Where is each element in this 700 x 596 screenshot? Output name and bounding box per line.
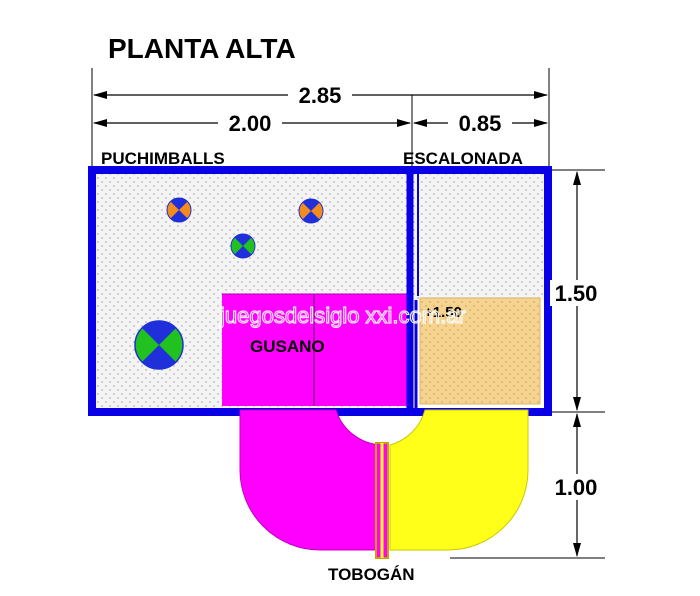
dimension-right-width: 0.85 <box>459 111 502 136</box>
dimension-text-bg-total <box>288 82 352 106</box>
ball-small-3 <box>230 233 256 259</box>
plan-title: PLANTA ALTA <box>108 33 296 64</box>
dimension-text-bg-left <box>218 110 282 134</box>
dimension-total-width: 2.85 <box>299 83 342 108</box>
puchimballs-label: PUCHIMBALLS <box>101 149 225 168</box>
ball-small-2 <box>298 198 324 224</box>
dimension-left-width: 2.00 <box>229 111 272 136</box>
dimension-text-bg-upper <box>550 280 602 306</box>
dimension-text-bg-lower <box>550 474 602 500</box>
tobogan-label: TOBOGÁN <box>328 565 415 584</box>
level-label: +1.50 <box>424 304 462 321</box>
escalonada-label: ESCALONADA <box>403 149 523 168</box>
escalonada-area <box>412 174 544 300</box>
dimension-text-bg-right <box>448 110 512 134</box>
watermark-text: juegosdelsiglo xxi.com.ar <box>219 303 466 328</box>
platform-area <box>420 298 540 404</box>
dimension-lower-height: 1.00 <box>555 475 598 500</box>
dimension-upper-height: 1.50 <box>555 281 598 306</box>
gusano-label: GUSANO <box>250 337 325 356</box>
slide-yellow-section <box>389 409 529 551</box>
platform-outline <box>419 297 541 405</box>
slide-magenta-section <box>239 409 383 551</box>
ball-large <box>134 320 184 370</box>
ball-small-1 <box>166 197 192 223</box>
